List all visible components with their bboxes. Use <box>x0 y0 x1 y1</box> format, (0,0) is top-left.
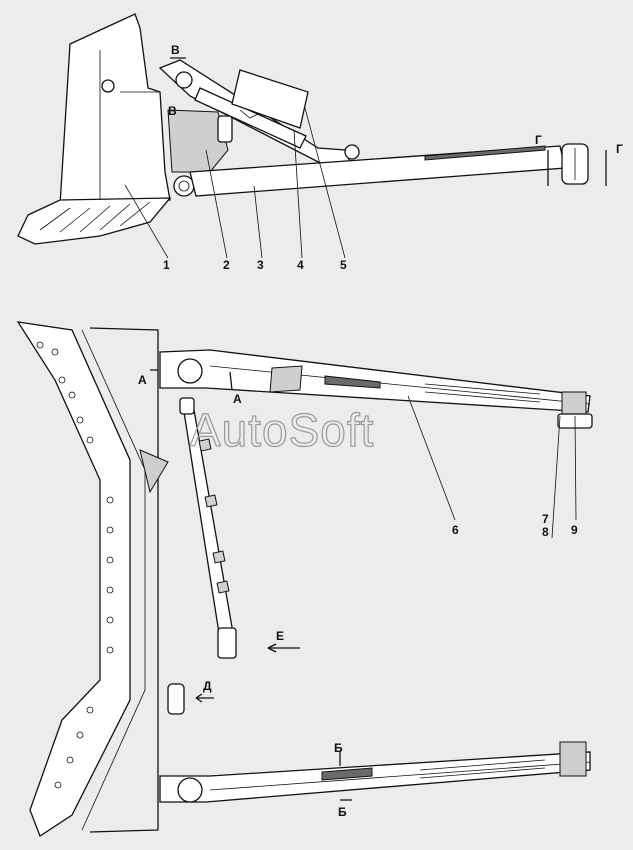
lower-pivot <box>173 175 195 197</box>
callout-3: 3 <box>257 258 264 272</box>
upper-link-pin <box>175 71 193 89</box>
callout-4: 4 <box>297 258 304 272</box>
side-view-assembly <box>17 13 607 245</box>
callout-7: 7 <box>542 512 549 526</box>
section-mark-v1: В <box>171 43 180 57</box>
section-mark-b1: Б <box>334 741 343 755</box>
callout-8: 8 <box>542 525 549 539</box>
arm-upper-end <box>561 391 587 415</box>
blade-body <box>59 13 171 206</box>
bracket-clamp <box>217 115 233 143</box>
section-mark-v2: В <box>168 104 177 118</box>
top-leaders <box>124 107 346 259</box>
blade-holes <box>36 341 114 789</box>
blade-cutting-edge <box>17 197 172 245</box>
arm-lower-end <box>559 741 587 777</box>
blade-pivot-hole <box>101 79 115 93</box>
view-mark-e: Е <box>276 629 284 643</box>
strut-lower-joint <box>217 627 237 659</box>
section-mark-b2: Б <box>338 805 347 819</box>
callout-6: 6 <box>452 523 459 537</box>
view-mark-d: Д <box>203 679 212 693</box>
section-mark-a1: А <box>138 373 147 387</box>
push-bracket <box>167 109 229 173</box>
callout-9: 9 <box>571 523 578 537</box>
callout-2: 2 <box>223 258 230 272</box>
hydraulic-box <box>231 69 309 129</box>
plan-view-assembly <box>16 321 593 837</box>
callout-5: 5 <box>340 258 347 272</box>
section-mark-a2: А <box>233 392 242 406</box>
section-mark-g2: Г <box>616 142 623 156</box>
rear-pin <box>344 144 360 160</box>
push-arm-lower <box>159 751 591 803</box>
section-mark-g1: Г <box>535 133 542 147</box>
lower-mount <box>167 683 185 715</box>
arm-upper-pivot <box>177 358 203 384</box>
arm-lower-pivot <box>177 777 203 803</box>
callout-1: 1 <box>163 258 170 272</box>
watermark: AutoSoft <box>190 404 374 456</box>
top-callouts: 1 2 3 4 5 В В Г Г <box>163 43 623 272</box>
bottom-callouts: 6 7 8 9 А А Б Б Д Е <box>138 373 578 819</box>
